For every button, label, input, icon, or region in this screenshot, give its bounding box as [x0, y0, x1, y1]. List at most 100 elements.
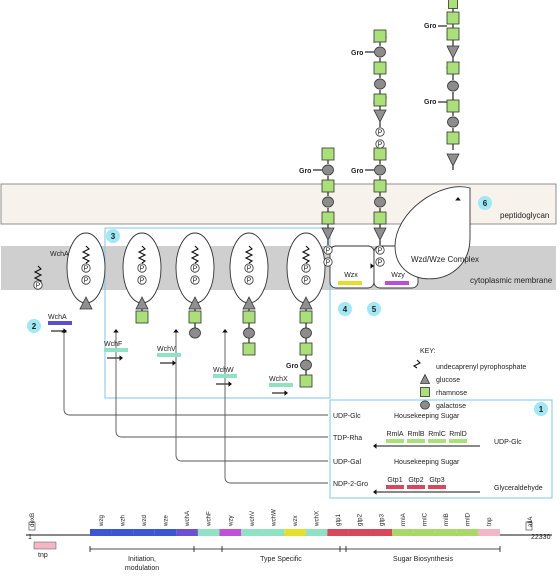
- gene-block-wchV: [241, 529, 263, 536]
- rhamnose-icon: [242, 342, 256, 356]
- galactose-icon: [322, 196, 334, 208]
- glucose-icon: [419, 373, 431, 384]
- phosphate-icon: [81, 263, 91, 273]
- key-title: KEY:: [420, 348, 436, 355]
- galactose-icon: [189, 327, 201, 339]
- substrate-1: TDP-Rha: [333, 435, 362, 442]
- phosphate-icon: [137, 263, 147, 273]
- substrate-0: UDP-Glc: [333, 413, 361, 420]
- enzyme-wzx-label: Wzx: [344, 272, 358, 279]
- region-label-2: Sugar Biosynthesis: [393, 556, 453, 563]
- enzyme-gene-label: Gtp3: [429, 477, 444, 484]
- rhamnose-icon: [446, 131, 460, 145]
- gene-name-wzh: wzh: [119, 514, 126, 527]
- galactose-icon: [420, 400, 430, 410]
- glucose-icon: [188, 296, 202, 310]
- enzyme-gene-bar: [428, 485, 446, 489]
- phosphate-icon: [375, 127, 385, 137]
- galactose-icon: [447, 80, 459, 92]
- phosphate-icon: [375, 257, 385, 267]
- phosphate-label: P: [247, 265, 252, 272]
- phosphate-label: P: [140, 265, 145, 272]
- gene-map-start: 1: [28, 534, 32, 541]
- gene-name-wzx: wzx: [292, 514, 299, 527]
- phosphate-label: P: [84, 265, 89, 272]
- rhamnose-icon: [135, 310, 149, 324]
- glucose-icon: [79, 296, 93, 310]
- enzyme-gene-bar: [449, 439, 467, 443]
- enzyme-gene-bar: [407, 485, 425, 489]
- phosphate-icon: [244, 275, 254, 285]
- phosphate-label: P: [140, 277, 145, 284]
- phosphate-icon: [301, 263, 311, 273]
- key-label-3: galactose: [436, 403, 466, 410]
- gene-block-rmlD: [456, 529, 479, 536]
- gene-block-rmlB: [435, 529, 457, 536]
- gene-name-gtp1: gtp1: [335, 513, 342, 526]
- enzyme-gene-bar: [386, 439, 404, 443]
- gene-name-wzg: wzg: [98, 514, 105, 527]
- gene-block-gtp2: [348, 529, 371, 536]
- region-label-0: Initiation,: [128, 556, 156, 563]
- rhamnose-icon: [299, 310, 313, 324]
- rhamnose-icon: [446, 27, 460, 41]
- galactose-icon: [374, 196, 386, 208]
- phosphate-label: P: [326, 259, 331, 266]
- phosphate-label: P: [247, 277, 252, 284]
- sugar-note-2: Housekeeping Sugar: [394, 459, 460, 466]
- glucose-icon: [446, 45, 460, 59]
- feed-line: [63, 331, 328, 416]
- rhamnose-icon: [373, 93, 387, 107]
- step-badge: [338, 302, 352, 316]
- tnp-label: tnp: [38, 552, 48, 559]
- rhamnose-icon: [242, 310, 256, 324]
- enzyme-gene-label: Gtp1: [387, 477, 402, 484]
- enzyme-wcha-bar: [48, 321, 72, 325]
- gene-block-wzd: [133, 529, 155, 536]
- gene-block-wzh: [111, 529, 134, 536]
- phosphate-label: P: [36, 282, 41, 289]
- enzyme-gene-label: RmlC: [428, 431, 446, 438]
- gene-block-tnp-left: [33, 541, 57, 550]
- undecaprenyl-icon: [137, 245, 147, 264]
- gene-block-dexb: [28, 521, 36, 531]
- gene-name-gtp3: gtp3: [378, 513, 385, 526]
- gene-name-wchA: wchA: [184, 510, 191, 527]
- rhamnose-icon: [448, 0, 458, 9]
- key-label-1: glucose: [436, 377, 460, 384]
- glucose-icon: [373, 109, 387, 123]
- substrate-2: UDP-Gal: [333, 459, 361, 466]
- undecaprenyl-icon: [412, 359, 421, 369]
- key-label-0: undecaprenyl pyrophosphate: [436, 364, 526, 371]
- sugar-note-0: Housekeeping Sugar: [394, 413, 460, 420]
- wzd-wze-complex-label: Wzd/Wze Complex: [411, 255, 479, 264]
- phosphate-icon: [137, 275, 147, 285]
- phosphate-icon: [190, 263, 200, 273]
- arrowhead: [455, 197, 461, 201]
- enzyme-gene-label: RmlB: [407, 431, 424, 438]
- rhamnose-icon: [321, 211, 335, 225]
- feed-line: [115, 331, 328, 438]
- rhamnose-icon: [446, 11, 460, 25]
- rhamnose-icon: [321, 147, 335, 161]
- phosphate-icon: [81, 275, 91, 285]
- enzyme-wchw-bar: [213, 374, 237, 378]
- galactose-icon: [374, 46, 386, 58]
- phosphate-label: P: [378, 247, 383, 254]
- undecaprenyl-icon: [244, 245, 254, 264]
- rhamnose-icon: [373, 29, 387, 43]
- glucose-icon: [446, 153, 460, 167]
- gene-name-wchX: wchX: [314, 511, 321, 527]
- gene-name-tnp: tnp: [486, 517, 493, 526]
- gene-block-gtp1: [327, 529, 349, 536]
- rhamnose-icon: [373, 147, 387, 161]
- enzyme-wchv-label: WchV: [157, 346, 176, 353]
- enzyme-gene-label: RmlA: [386, 431, 403, 438]
- glucose-icon: [321, 227, 335, 241]
- step-badge: [27, 319, 41, 333]
- arrowhead: [61, 329, 67, 333]
- phosphate-icon: [301, 275, 311, 285]
- gro-label: Gro: [299, 168, 311, 175]
- enzyme-wzy-label: Wzy: [391, 272, 405, 279]
